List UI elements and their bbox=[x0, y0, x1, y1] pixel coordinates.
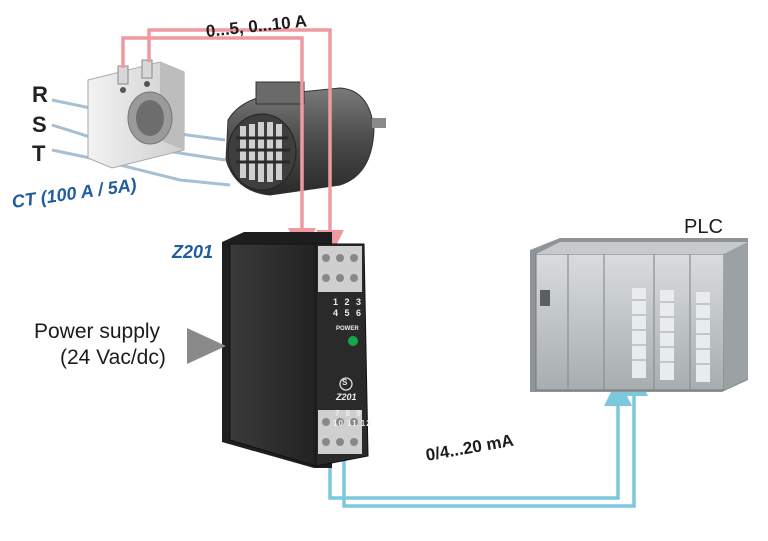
plc-label: PLC bbox=[684, 216, 723, 238]
phase-s-label: S bbox=[32, 112, 47, 137]
phase-r-label: R bbox=[32, 82, 48, 107]
module-terminals-top-1: 1 2 3 bbox=[333, 297, 364, 307]
plc-rack-icon bbox=[530, 238, 748, 392]
current-wires bbox=[121, 28, 344, 258]
module-front-name: Z201 bbox=[336, 392, 357, 402]
module-terminals-top-2: 4 5 6 bbox=[333, 308, 364, 318]
current-transformer-icon bbox=[87, 59, 185, 169]
power-supply-label: Power supply bbox=[34, 320, 161, 343]
module-terminals-bottom-1: 7 8 9 bbox=[335, 409, 363, 418]
output-wires bbox=[328, 368, 648, 508]
module-logo: S bbox=[342, 378, 348, 387]
signal-converter-module-icon bbox=[222, 232, 369, 468]
power-supply-voltage-label: (24 Vac/dc) bbox=[60, 346, 166, 369]
phase-t-label: T bbox=[32, 141, 46, 166]
module-terminals-bottom-2: 10 11 12 bbox=[333, 419, 372, 428]
triangle-arrow-icon bbox=[187, 328, 226, 364]
power-led-label: POWER bbox=[336, 326, 359, 332]
electric-motor-icon bbox=[225, 81, 386, 196]
module-name-label: Z201 bbox=[172, 242, 214, 262]
